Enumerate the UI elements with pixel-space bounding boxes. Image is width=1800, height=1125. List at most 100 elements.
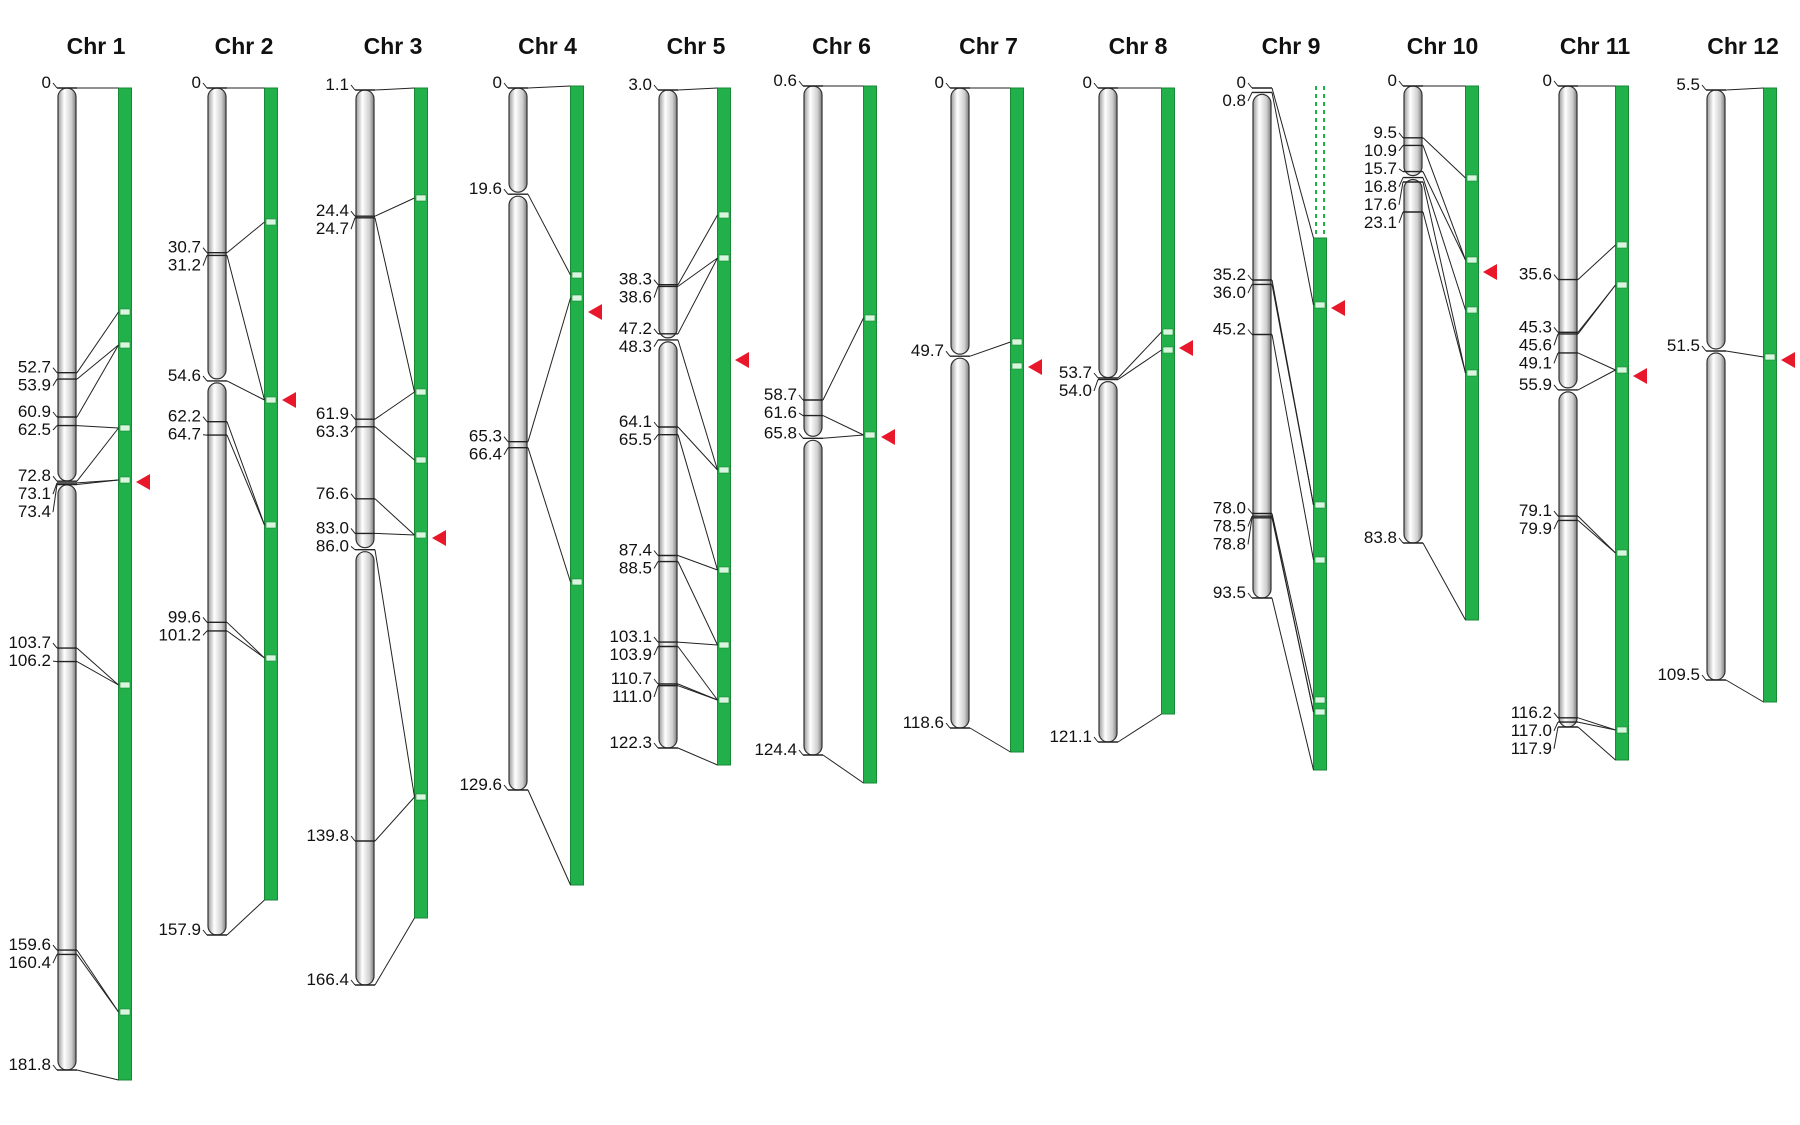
position-label: 65.5 — [619, 430, 652, 449]
connector-line — [226, 221, 265, 254]
position-label: 111.0 — [612, 687, 652, 706]
qtl-arrow-icon — [1331, 300, 1345, 316]
chromosome-arm-lower — [207, 382, 227, 936]
chromosome-body — [1558, 85, 1578, 728]
connector-line — [374, 391, 415, 420]
connector-line — [1422, 181, 1466, 374]
position-label: 38.6 — [619, 288, 652, 307]
marker-band — [1616, 726, 1628, 734]
marker-band — [1011, 338, 1023, 346]
position-label: 103.7 — [8, 633, 51, 652]
marker-band — [718, 211, 730, 219]
position-label: 124.4 — [754, 740, 797, 759]
connector-line — [822, 415, 864, 436]
linkage-bar — [717, 87, 731, 766]
position-label: 0 — [1083, 73, 1092, 92]
position-label: 35.2 — [1213, 265, 1246, 284]
position-label: 139.8 — [306, 826, 349, 845]
label-leader — [202, 247, 208, 254]
label-leader — [202, 416, 208, 423]
chromosome-title: Chr 3 — [364, 33, 423, 59]
qtl-arrow-icon — [881, 429, 895, 445]
position-label: 160.4 — [8, 953, 51, 972]
position-label: 55.9 — [1519, 375, 1552, 394]
connector-line — [374, 549, 415, 798]
chromosome-arm-upper — [355, 89, 375, 549]
chromosome-arm-lower — [508, 195, 528, 791]
connector-line — [1577, 369, 1616, 391]
label-leader — [653, 328, 659, 335]
chromosome-body — [355, 89, 375, 986]
marker-band — [1314, 708, 1326, 716]
connector-line — [1422, 137, 1466, 179]
connector-line — [1577, 284, 1616, 335]
chromosome-group: Chr 11035.645.345.649.155.979.179.9116.2… — [1511, 33, 1647, 761]
position-label: 15.7 — [1364, 159, 1397, 178]
position-label: 3.0 — [628, 75, 652, 94]
label-leader — [1247, 284, 1253, 294]
linkage-bar — [1161, 87, 1175, 715]
position-label: 65.8 — [764, 423, 797, 442]
label-leader — [1398, 211, 1404, 223]
label-leader — [798, 412, 804, 417]
linkage-bar — [570, 85, 584, 886]
label-leader — [1093, 82, 1099, 89]
connector-line — [677, 426, 718, 471]
position-label: 16.8 — [1364, 177, 1397, 196]
position-label: 64.7 — [168, 425, 201, 444]
label-leader — [1701, 345, 1707, 352]
position-label: 35.6 — [1519, 265, 1552, 284]
position-label: 5.5 — [1676, 75, 1700, 94]
connector-line — [677, 685, 718, 701]
marker-band — [1616, 366, 1628, 374]
connector-line — [1577, 244, 1616, 280]
position-label: 129.6 — [459, 775, 502, 794]
label-leader — [1093, 379, 1099, 392]
qtl-arrow-icon — [735, 352, 749, 368]
chromosome-arm-lower — [803, 439, 823, 756]
chromosome-group: Chr 900.835.236.045.278.078.578.893.5 — [1213, 33, 1345, 771]
connector-line — [677, 257, 718, 287]
chromosome-title: Chr 6 — [812, 33, 871, 59]
marker-band — [1466, 369, 1478, 377]
chromosome-body — [1403, 85, 1423, 544]
label-leader — [798, 394, 804, 401]
connector-line — [1577, 726, 1616, 761]
chromosome-body — [1098, 87, 1118, 743]
position-label: 109.5 — [1657, 665, 1700, 684]
connector-line — [677, 641, 718, 646]
label-leader — [1553, 712, 1559, 719]
label-leader — [52, 954, 58, 964]
label-leader — [202, 255, 208, 266]
label-leader — [52, 642, 58, 649]
position-label: 31.2 — [168, 256, 201, 275]
chromosome-body — [658, 89, 678, 749]
position-label: 62.5 — [18, 420, 51, 439]
position-label: 0 — [935, 73, 944, 92]
connector-line — [1577, 721, 1616, 731]
label-leader — [1247, 508, 1253, 514]
chromosome-arm-upper — [803, 85, 823, 437]
connector-line — [76, 479, 119, 485]
connector-line — [1117, 713, 1162, 743]
connector-line — [1422, 211, 1466, 374]
label-leader — [52, 944, 58, 951]
label-leader — [653, 286, 659, 298]
position-label: 48.3 — [619, 337, 652, 356]
position-label: 0 — [1388, 71, 1397, 90]
chromosome-arm-lower — [1403, 179, 1423, 544]
label-leader — [503, 447, 509, 455]
position-label: 79.1 — [1519, 501, 1552, 520]
label-leader — [653, 434, 659, 441]
position-label: 24.7 — [316, 219, 349, 238]
position-label: 54.0 — [1059, 381, 1092, 400]
label-leader — [945, 350, 951, 357]
label-leader — [1247, 82, 1253, 89]
position-label: 45.6 — [1519, 335, 1552, 354]
connector-line — [226, 434, 265, 526]
chromosome-title: Chr 11 — [1560, 33, 1631, 59]
chromosome-arm-lower — [355, 551, 375, 986]
marker-band — [265, 654, 277, 662]
position-label: 64.1 — [619, 412, 652, 431]
label-leader — [52, 482, 58, 495]
